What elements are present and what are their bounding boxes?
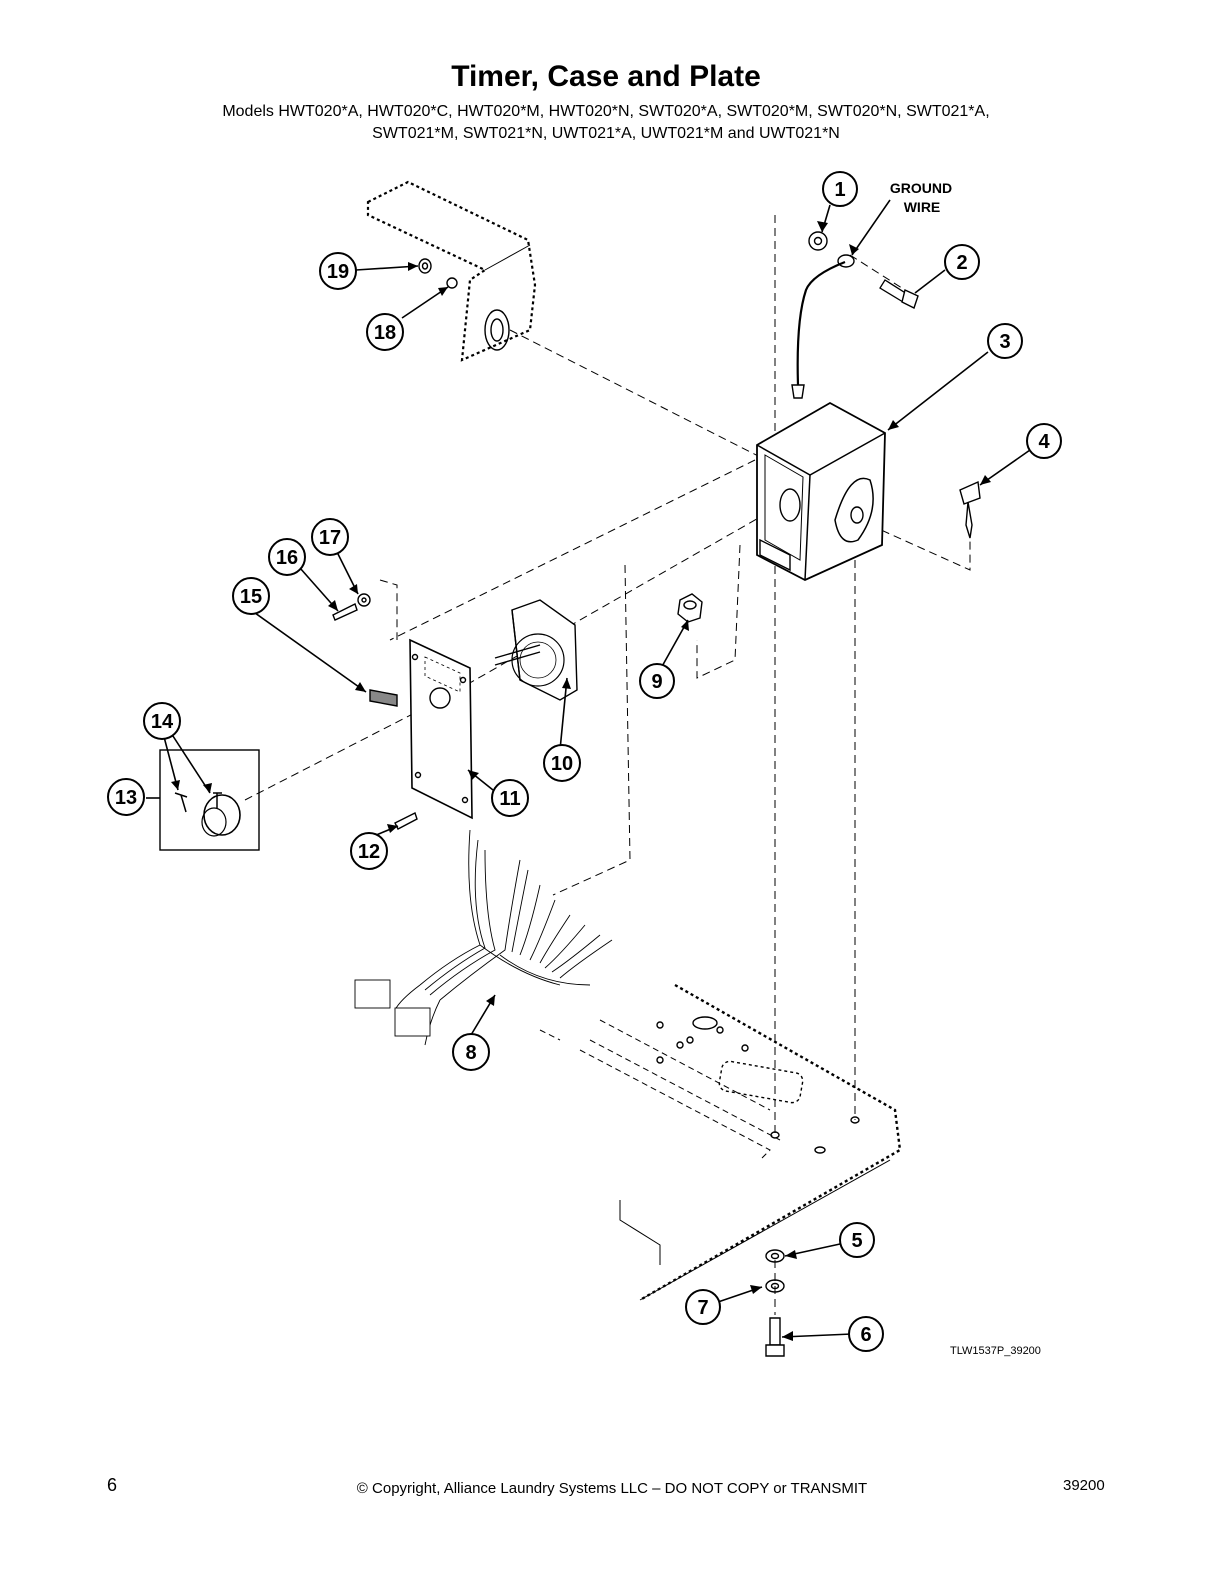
- timer-motor: [494, 599, 578, 701]
- callout-10: 10: [551, 753, 573, 775]
- star-washer-1: [808, 231, 828, 251]
- callout-8: 8: [465, 1042, 476, 1064]
- callout-6: 6: [860, 1324, 871, 1346]
- fastener-18: [446, 277, 458, 289]
- screw-16: [332, 603, 358, 621]
- callout-4: 4: [1038, 431, 1050, 453]
- nut-9: [677, 593, 703, 623]
- knob-screw-left: [174, 792, 188, 813]
- alignment-lines: [244, 215, 971, 1315]
- leader-lines: [146, 199, 1031, 1338]
- timer-case: [756, 401, 886, 582]
- callout-3: 3: [999, 331, 1010, 353]
- callout-circles: [107, 171, 1062, 1352]
- callout-5: 5: [851, 1230, 862, 1252]
- callout-7: 7: [697, 1297, 708, 1319]
- bolt-6: [765, 1317, 785, 1357]
- screw-4: [959, 480, 981, 539]
- callout-9: 9: [651, 671, 662, 693]
- copyright-notice: © Copyright, Alliance Laundry Systems LL…: [356, 1480, 868, 1497]
- callout-15: 15: [240, 586, 262, 608]
- callout-17: 17: [319, 527, 341, 549]
- callout-18: 18: [374, 322, 396, 344]
- models-line-2: SWT021*M, SWT021*N, UWT021*A, UWT021*M a…: [372, 125, 840, 142]
- callout-12: 12: [358, 841, 380, 863]
- ground-wire: [791, 254, 855, 399]
- star-washer-17: [357, 593, 371, 607]
- timer-plate: [409, 638, 473, 820]
- ground-wire-label-line2: WIRE: [904, 199, 941, 215]
- callout-numbers: 1 2 3 4 5 6 7 8 9 10 11 12 13 14 15 16 1…: [115, 179, 1051, 1346]
- fastener-19: [418, 258, 432, 274]
- callout-11: 11: [499, 788, 520, 810]
- models-line-1: Models HWT020*A, HWT020*C, HWT020*M, HWT…: [222, 103, 990, 120]
- upper-housing-part: [366, 180, 537, 362]
- callout-1: 1: [834, 179, 845, 201]
- page-number: 6: [107, 1475, 118, 1495]
- callout-2: 2: [956, 252, 967, 274]
- callout-13: 13: [115, 787, 137, 809]
- ground-wire-label-line1: GROUND: [890, 180, 952, 196]
- figure-reference: TLW1537P_39200: [950, 1345, 1041, 1357]
- base-plate: [539, 983, 902, 1302]
- knob-screw-top: [213, 792, 222, 808]
- washer-7: [765, 1279, 785, 1293]
- wire-harness: [354, 829, 613, 1046]
- washer-5: [765, 1249, 785, 1263]
- knob-box: [159, 749, 260, 851]
- callout-14: 14: [151, 711, 174, 733]
- arrowheads: [171, 221, 991, 1341]
- callout-16: 16: [276, 547, 298, 569]
- decal-15: [369, 689, 398, 707]
- screw-12: [394, 812, 418, 830]
- knob: [201, 794, 241, 837]
- page-title: Timer, Case and Plate: [451, 60, 761, 93]
- callout-19: 19: [327, 261, 349, 283]
- document-number: 39200: [1063, 1477, 1105, 1494]
- screw-2: [879, 279, 919, 309]
